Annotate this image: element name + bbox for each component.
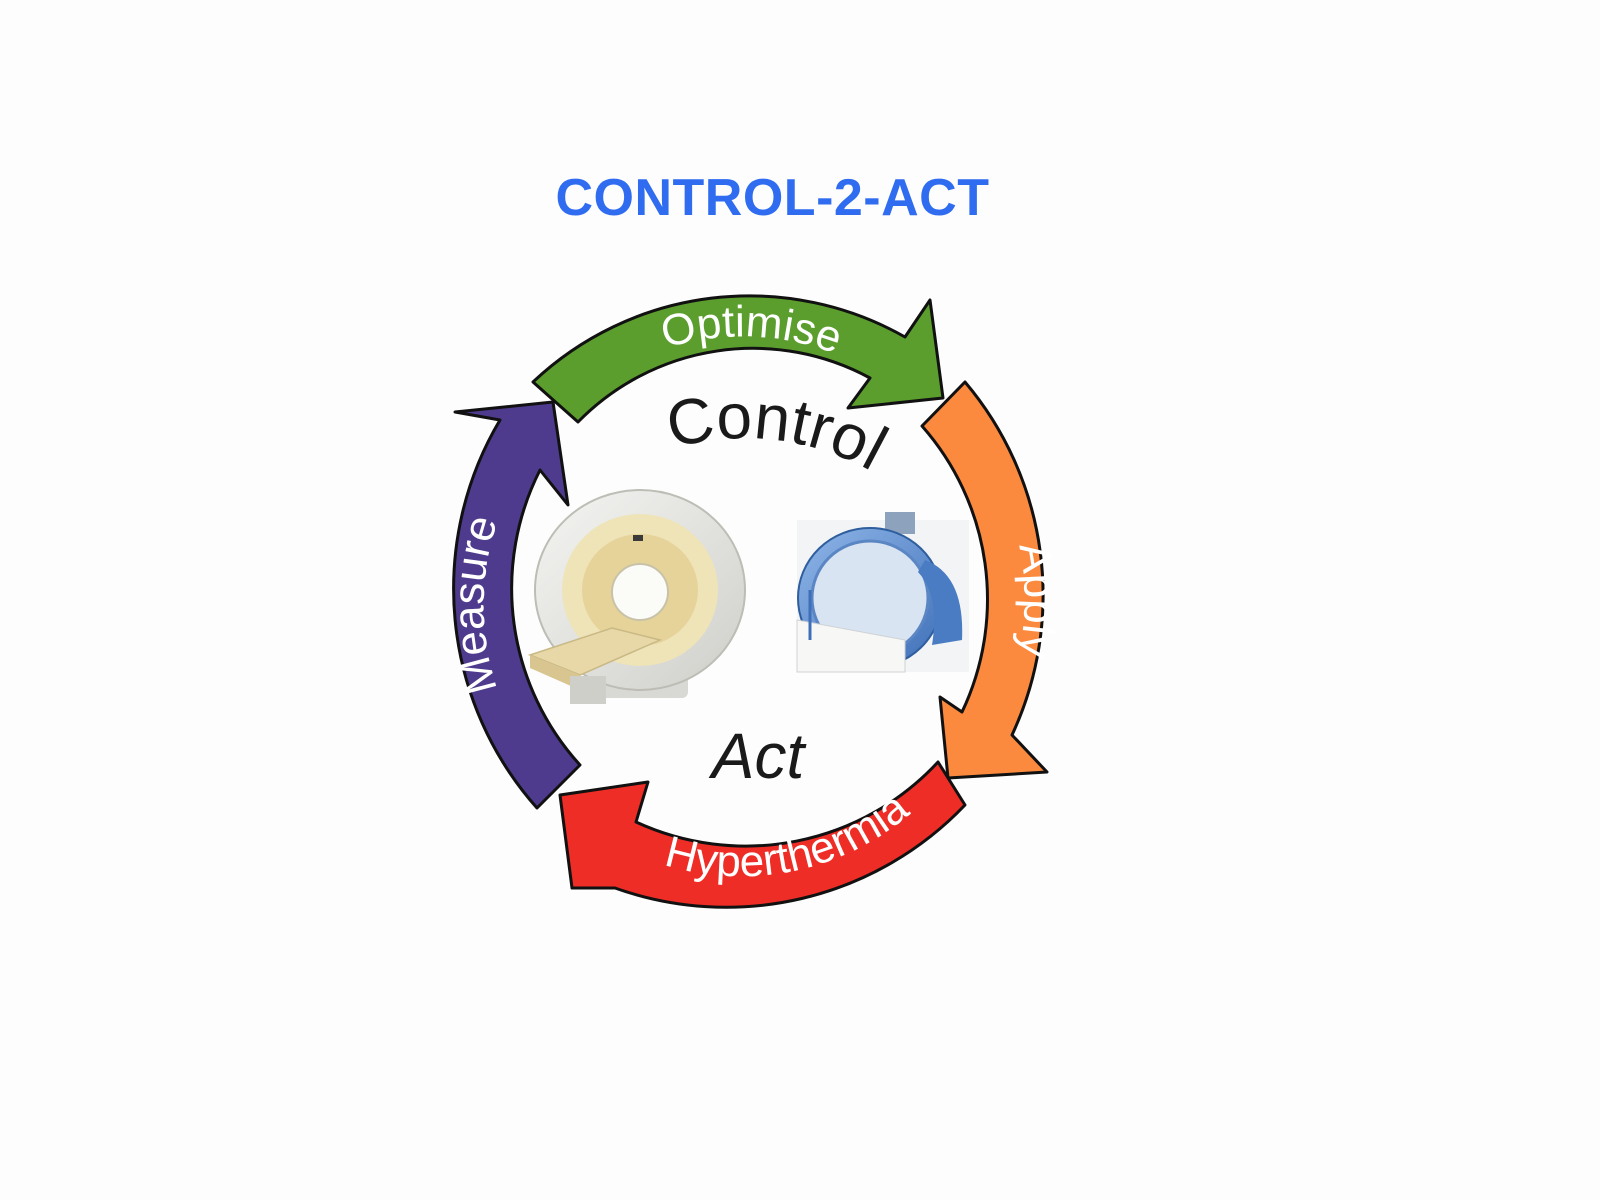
apply-arrow <box>920 380 1049 780</box>
apply-label: Apply <box>1009 539 1064 661</box>
optimise-arrow <box>531 294 945 424</box>
hyperthermia-arrow <box>558 760 967 909</box>
page-title: CONTROL-2-ACT <box>555 169 990 227</box>
hyperthermia-device-icon <box>796 512 969 673</box>
mri-scanner-icon <box>527 489 746 704</box>
center-act-label: Act <box>708 720 807 792</box>
measure-arrow <box>452 400 582 810</box>
